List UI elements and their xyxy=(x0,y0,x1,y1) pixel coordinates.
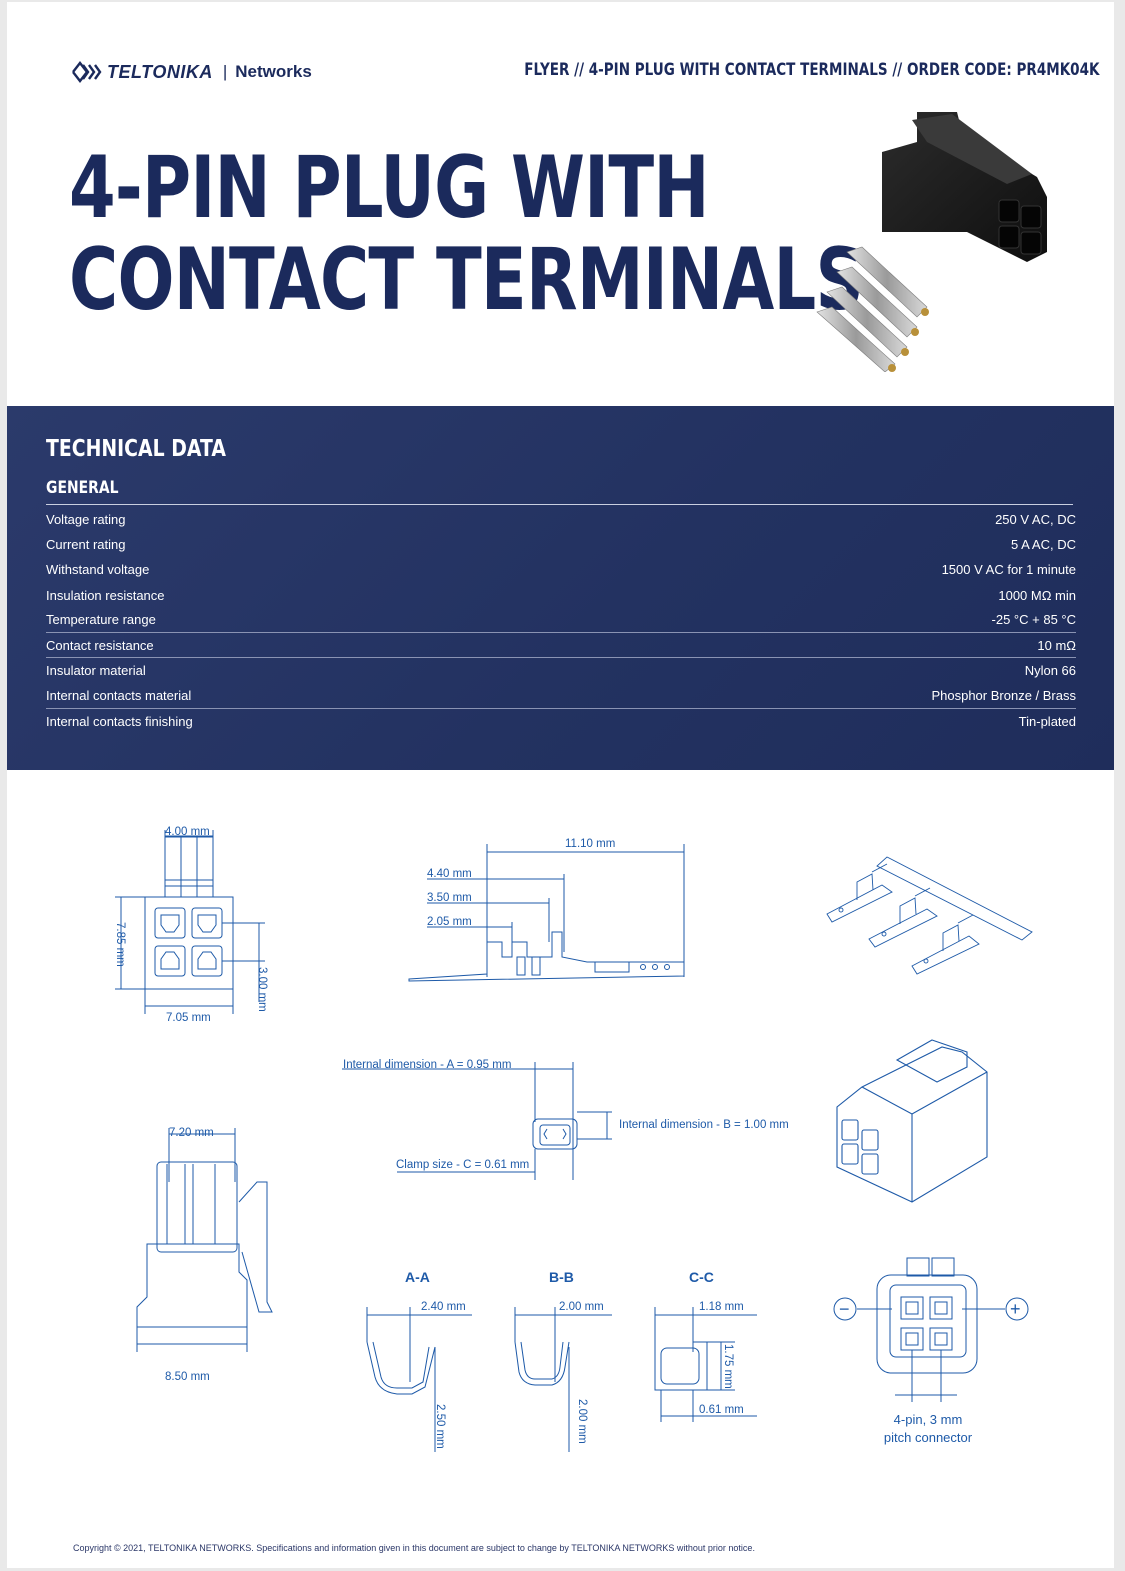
spec-row: Voltage rating 250 V AC, DC xyxy=(46,507,1076,532)
spec-label: Internal contacts material xyxy=(46,687,192,703)
dim-side-top: 7.20 mm xyxy=(169,1127,214,1139)
flyer-page: TELTONIKA | Networks FLYER // 4-PIN PLUG… xyxy=(7,2,1114,1568)
teltonika-logo: TELTONIKA | Networks xyxy=(71,57,312,87)
dim-terminal-d3: 2.05 mm xyxy=(427,916,472,928)
spec-value: -25 °C + 85 °C xyxy=(991,612,1076,628)
spec-table: Voltage rating 250 V AC, DC Current rati… xyxy=(46,507,1076,734)
terminal-drawing xyxy=(408,844,685,982)
contact-detail-drawing xyxy=(342,1062,612,1180)
spec-label: Insulator material xyxy=(46,663,146,679)
dim-side-bottom: 8.50 mm xyxy=(165,1371,210,1383)
spec-value: Nylon 66 xyxy=(1024,663,1076,679)
spec-row: Internal contacts finishing Tin-plated xyxy=(46,709,1076,734)
spec-label: Contact resistance xyxy=(46,637,154,653)
product-photo xyxy=(816,112,1047,372)
dim-cc-bottom: 0.61 mm xyxy=(699,1404,744,1416)
dim-front-pitch: 3.00 mm xyxy=(256,967,268,1012)
dim-front-height: 7.85 mm xyxy=(114,922,126,967)
spec-label: Current rating xyxy=(46,537,126,553)
dim-cc-width: 1.18 mm xyxy=(699,1301,744,1313)
plus-icon: + xyxy=(1010,1299,1021,1319)
brand-name: TELTONIKA xyxy=(107,61,213,82)
spec-value: Phosphor Bronze / Brass xyxy=(931,687,1076,703)
dim-front-body-width: 7.05 mm xyxy=(166,1012,211,1024)
teltonika-logo-icon xyxy=(72,61,102,83)
section-bb-drawing xyxy=(514,1307,612,1452)
dim-terminal-d2: 3.50 mm xyxy=(427,892,472,904)
spec-value: 5 A AC, DC xyxy=(1010,537,1076,553)
housing-iso-drawing xyxy=(836,1039,988,1203)
title-line-1: 4-PIN PLUG WITH xyxy=(69,138,709,238)
spec-label: Withstand voltage xyxy=(46,562,150,578)
section-cc-drawing xyxy=(654,1307,757,1422)
general-subheading: GENERAL xyxy=(46,478,119,498)
technical-data-section: TECHNICAL DATA GENERAL Voltage rating 25… xyxy=(7,406,1114,770)
dim-aa-height: 2.50 mm xyxy=(434,1404,446,1449)
spec-row: Insulator material Nylon 66 xyxy=(46,658,1076,683)
spec-label: Temperature range xyxy=(46,612,156,628)
pitch-label-line1: 4-pin, 3 mm xyxy=(894,1412,963,1427)
page-title: 4-PIN PLUG WITH CONTACT TERMINALS xyxy=(69,138,864,330)
section-aa-drawing xyxy=(366,1307,472,1452)
pinout-drawing xyxy=(833,1257,1029,1402)
spec-row: Temperature range -25 °C + 85 °C xyxy=(46,608,1076,633)
brand-subtitle: Networks xyxy=(235,62,312,81)
spec-label: Voltage rating xyxy=(46,512,126,528)
technical-drawings: 4.00 mm 7.85 mm 3.00 mm 7.05 mm 11.10 mm… xyxy=(7,782,1114,1502)
minus-icon: − xyxy=(839,1299,850,1319)
document-header-line: FLYER // 4-PIN PLUG WITH CONTACT TERMINA… xyxy=(524,60,1100,79)
title-line-2: CONTACT TERMINALS xyxy=(69,230,864,330)
section-cc-title: C-C xyxy=(689,1269,714,1285)
spec-value: 1500 V AC for 1 minute xyxy=(941,562,1076,578)
dim-terminal-length: 11.10 mm xyxy=(565,838,615,850)
dim-terminal-d1: 4.40 mm xyxy=(427,868,472,880)
side-view-drawing xyxy=(136,1128,273,1352)
copyright-footer: Copyright © 2021, TELTONIKA NETWORKS. Sp… xyxy=(73,1543,755,1553)
spec-value: Tin-plated xyxy=(1018,713,1076,729)
pitch-label-line2: pitch connector xyxy=(884,1430,973,1445)
section-aa-title: A-A xyxy=(405,1269,430,1285)
spec-row: Insulation resistance 1000 MΩ min xyxy=(46,583,1076,608)
spec-value: 1000 MΩ min xyxy=(998,587,1076,603)
spec-value: 250 V AC, DC xyxy=(995,512,1076,528)
front-view-drawing xyxy=(115,830,265,1014)
terminal-strip-iso-drawing xyxy=(826,856,1033,975)
dim-cc-height: 1.75 mm xyxy=(722,1344,734,1389)
spec-row: Current rating 5 A AC, DC xyxy=(46,532,1076,557)
spec-value: 10 mΩ xyxy=(1037,637,1076,653)
dim-front-width: 4.00 mm xyxy=(165,826,210,838)
spec-row: Withstand voltage 1500 V AC for 1 minute xyxy=(46,557,1076,582)
spec-label: Insulation resistance xyxy=(46,587,165,603)
section-divider xyxy=(46,504,1073,505)
dim-clamp-c: Clamp size - C = 0.61 mm xyxy=(396,1159,529,1171)
brand-separator: | xyxy=(222,62,228,81)
spec-label: Internal contacts finishing xyxy=(46,713,193,729)
section-bb-title: B-B xyxy=(549,1269,574,1285)
dim-bb-height: 2.00 mm xyxy=(576,1399,588,1444)
spec-row: Contact resistance 10 mΩ xyxy=(46,633,1076,659)
dim-internal-a: Internal dimension - A = 0.95 mm xyxy=(343,1059,511,1071)
dim-aa-width: 2.40 mm xyxy=(421,1301,466,1313)
technical-data-heading: TECHNICAL DATA xyxy=(46,436,226,462)
dim-bb-width: 2.00 mm xyxy=(559,1301,604,1313)
dim-internal-b: Internal dimension - B = 1.00 mm xyxy=(619,1119,789,1131)
spec-row: Internal contacts material Phosphor Bron… xyxy=(46,683,1076,709)
